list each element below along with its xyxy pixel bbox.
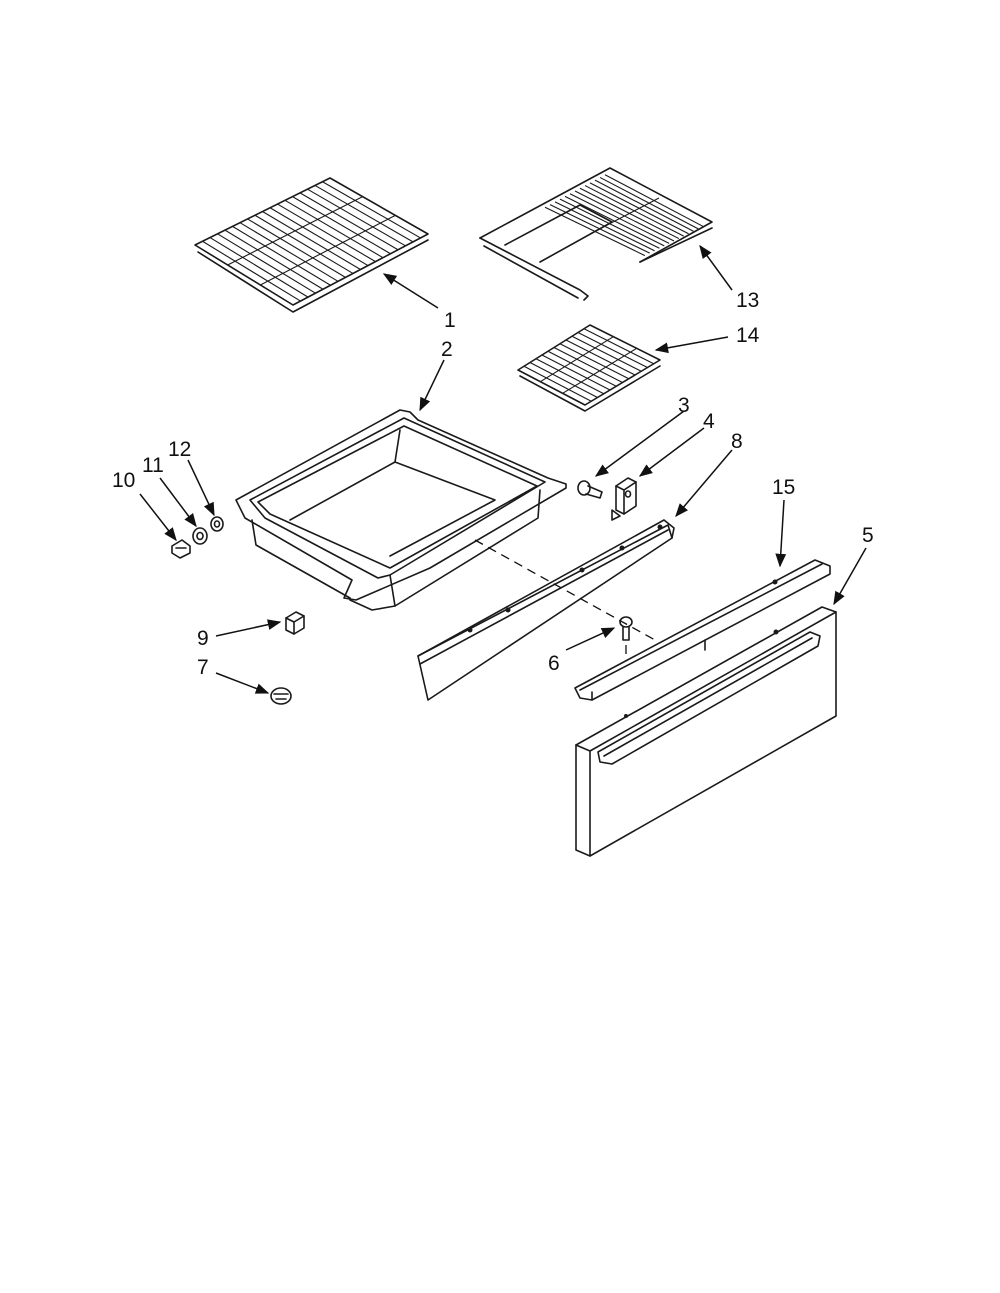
part-screw-10 — [171, 539, 191, 559]
part-trim-strip-15 — [574, 559, 831, 701]
callout-14: 14 — [736, 324, 760, 347]
part-screw-6 — [619, 616, 633, 641]
part-clip-7 — [270, 687, 292, 705]
leader-lines — [139, 244, 867, 694]
callout-1: 1 — [444, 309, 456, 332]
callout-labels: 1 2 3 4 8 15 5 6 13 14 9 7 10 11 12 — [112, 289, 874, 679]
part-washer-11 — [192, 527, 208, 545]
part-nut-12 — [210, 516, 224, 532]
part-screw-3 — [577, 480, 603, 499]
callout-7: 7 — [197, 656, 209, 679]
callout-8: 8 — [731, 430, 743, 453]
part-half-rack — [517, 324, 661, 412]
part-roller-rack — [479, 167, 713, 301]
part-drawer-front-5 — [575, 606, 837, 857]
callout-3: 3 — [678, 394, 690, 417]
part-drawer-bracket-8 — [417, 519, 675, 701]
callout-4: 4 — [703, 410, 715, 433]
part-oven-rack — [194, 177, 429, 313]
part-bracket-4 — [611, 477, 637, 521]
callout-5: 5 — [862, 524, 874, 547]
callout-10: 10 — [112, 469, 135, 492]
callout-11: 11 — [142, 454, 164, 477]
callout-9: 9 — [197, 627, 209, 650]
callout-15: 15 — [772, 476, 795, 499]
callout-2: 2 — [441, 338, 453, 361]
callout-13: 13 — [736, 289, 759, 312]
part-drawer-pan — [235, 409, 567, 611]
callout-6: 6 — [548, 652, 560, 675]
callout-12: 12 — [168, 438, 191, 461]
assembly-line — [474, 539, 656, 641]
part-bumper-9 — [285, 611, 305, 635]
